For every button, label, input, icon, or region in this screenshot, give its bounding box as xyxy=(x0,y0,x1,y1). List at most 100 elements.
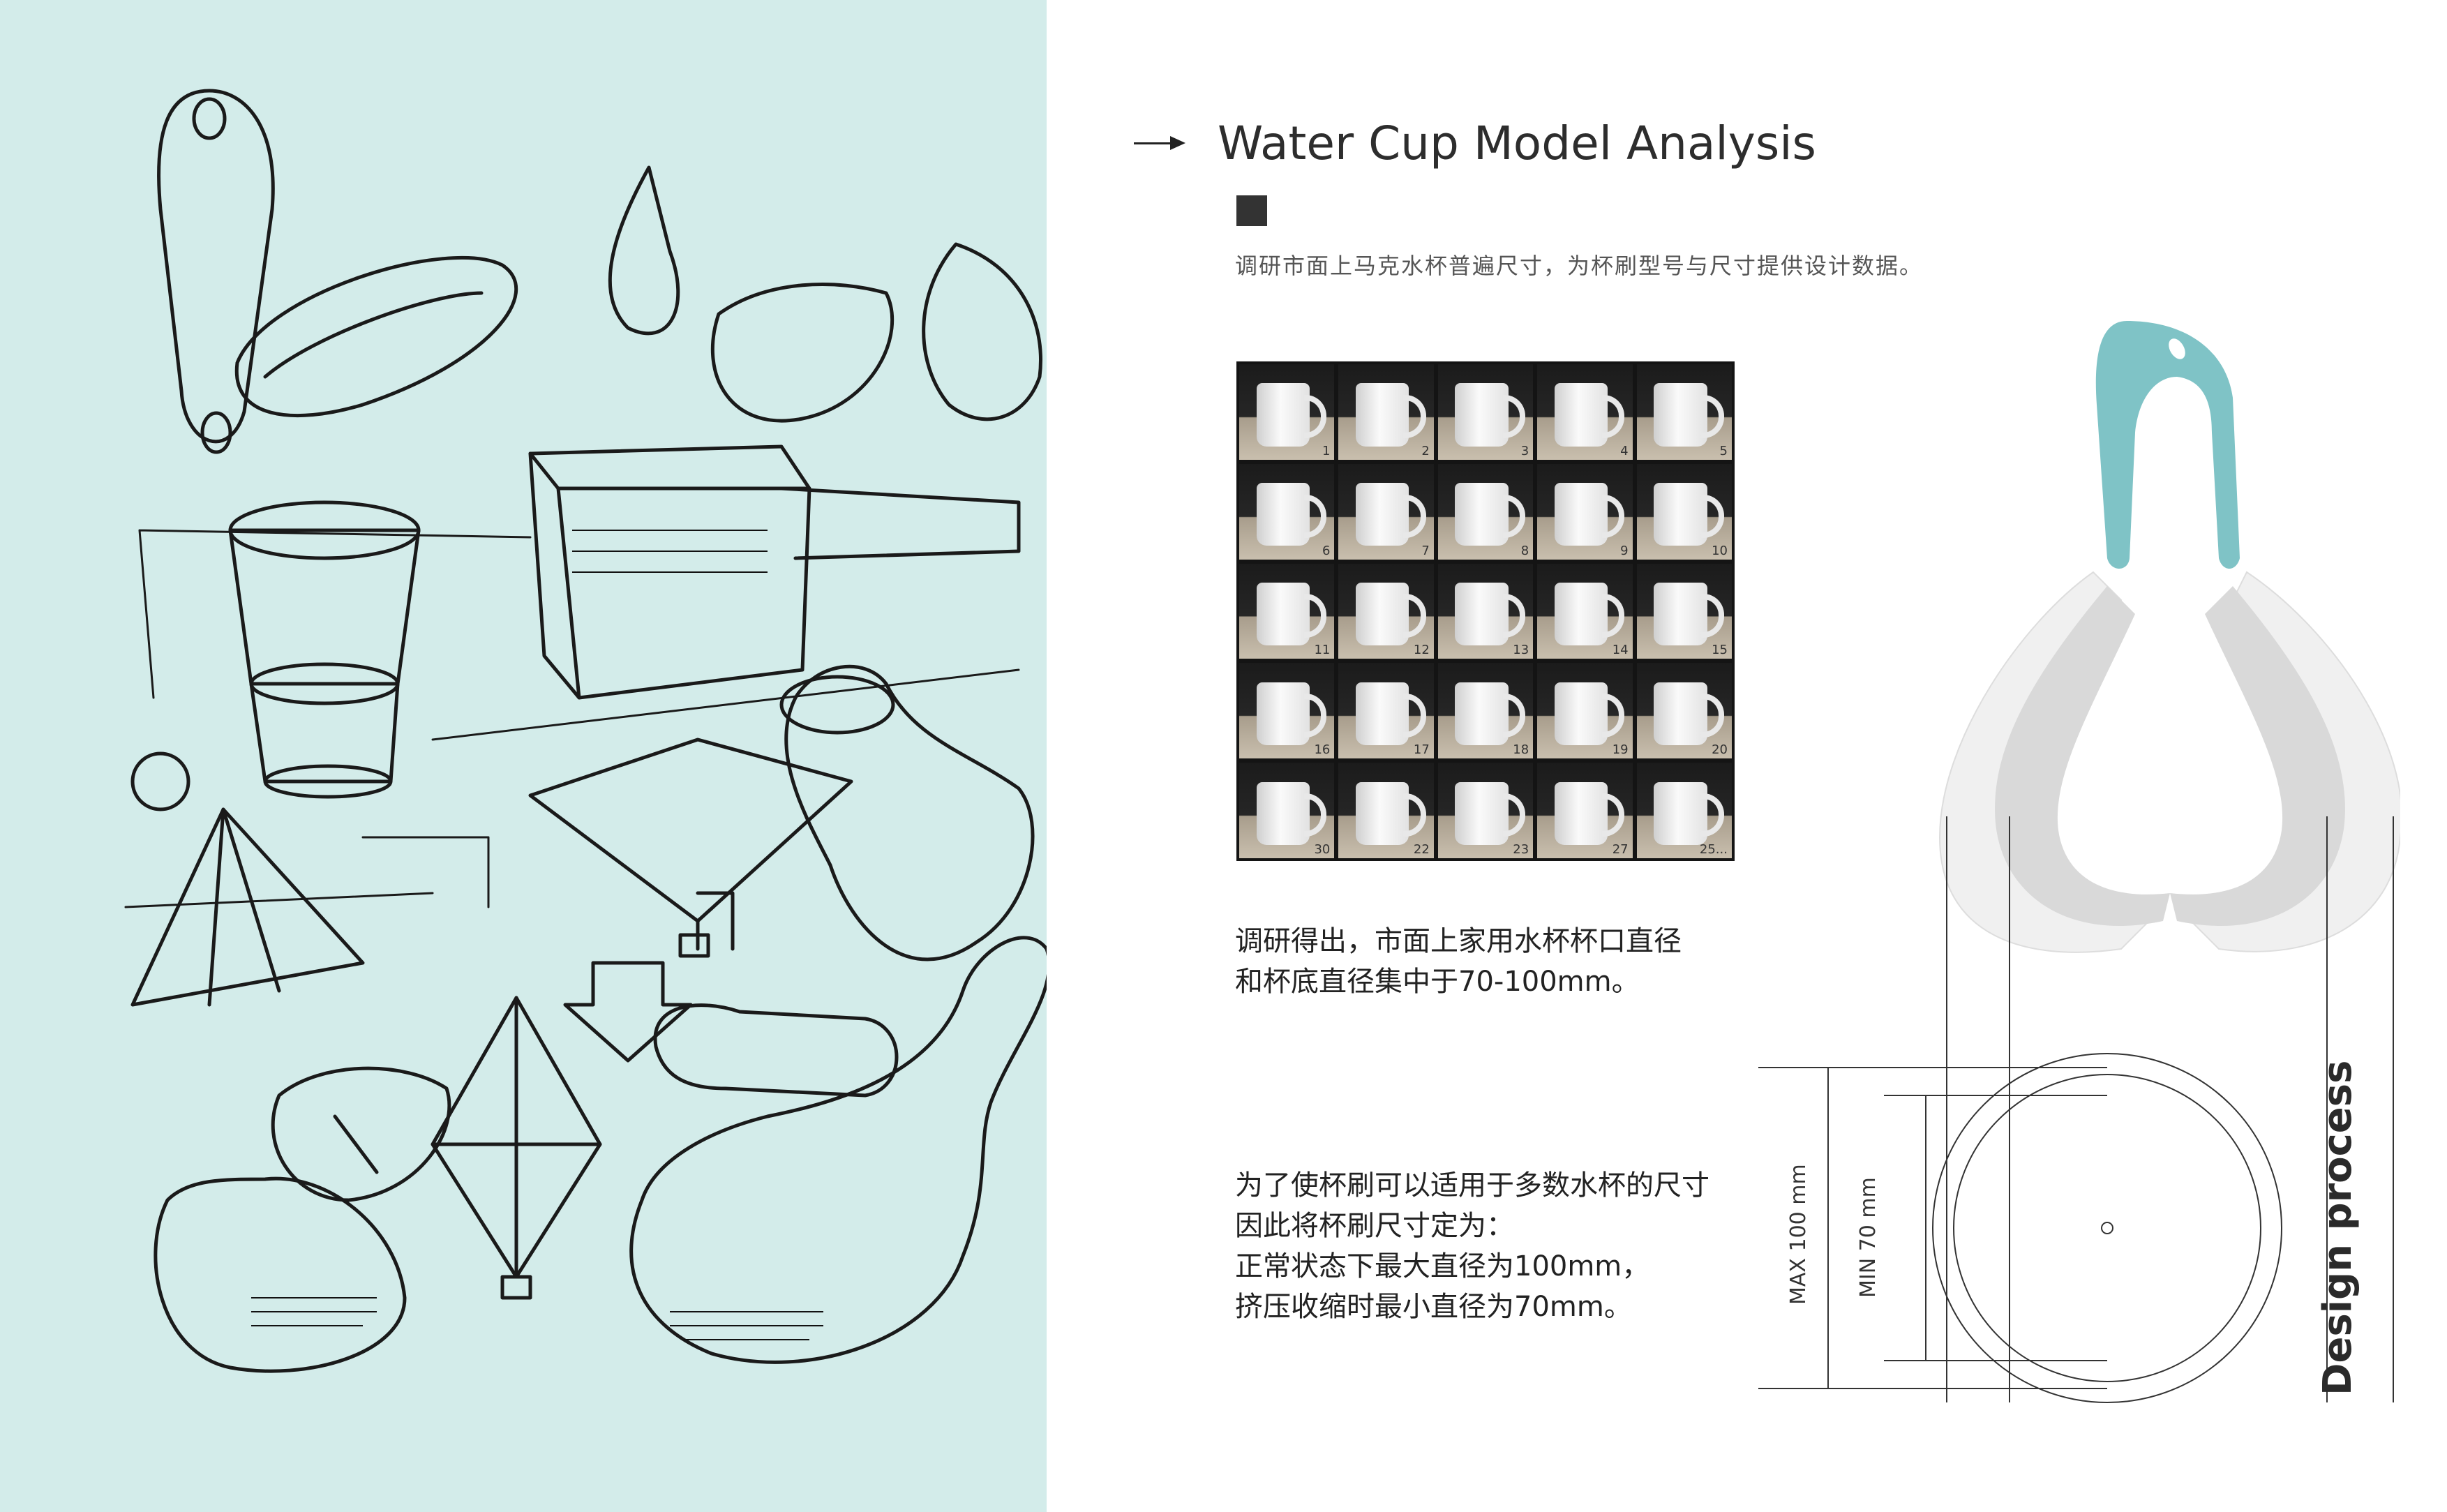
mug-photo: 2 xyxy=(1338,364,1434,460)
cup-brush-render xyxy=(1758,321,2400,1403)
mug-body xyxy=(1256,483,1310,546)
mug-handle xyxy=(1303,793,1327,837)
mug-photo: 22 xyxy=(1338,763,1434,858)
mug-body xyxy=(1256,582,1310,646)
mug-body xyxy=(1355,383,1409,447)
mug-body xyxy=(1554,483,1608,546)
findings-line-1: 调研得出，市面上家用水杯杯口直径 xyxy=(1235,925,1682,957)
spec-line-4: 挤压收缩时最小直径为70mm。 xyxy=(1235,1291,1632,1323)
mug-body xyxy=(1256,781,1310,845)
mug-handle xyxy=(1403,594,1426,638)
mug-photo: 23 xyxy=(1437,763,1534,858)
mug-photo: 9 xyxy=(1537,463,1633,560)
mug-handle xyxy=(1701,694,1724,738)
mug-photo: 15 xyxy=(1636,563,1732,659)
page-subtitle: 调研市面上马克水杯普遍尺寸，为杯刷型号与尺寸提供设计数据。 xyxy=(1235,253,1924,279)
mug-number: 1 xyxy=(1322,443,1331,458)
mug-photo: 30 xyxy=(1239,763,1335,858)
mug-photo: 16 xyxy=(1239,663,1335,759)
max-dimension-label: MAX 100 mm xyxy=(1786,1164,1811,1305)
mug-number: 10 xyxy=(1712,543,1728,558)
mug-body xyxy=(1554,682,1608,746)
mug-handle xyxy=(1303,594,1327,638)
findings-line-2: 和杯底直径集中于70-100mm。 xyxy=(1235,966,1640,998)
mug-handle xyxy=(1502,394,1526,439)
mug-body xyxy=(1355,483,1409,546)
mug-handle xyxy=(1502,494,1526,539)
mug-handle xyxy=(1601,494,1625,539)
mug-number: 27 xyxy=(1612,842,1629,857)
mug-number: 15 xyxy=(1712,643,1728,658)
brush-handle xyxy=(2095,321,2240,569)
mug-handle xyxy=(1403,793,1426,837)
mug-number: 6 xyxy=(1322,543,1331,558)
concept-sketches xyxy=(124,89,1047,1373)
mug-number: 23 xyxy=(1513,842,1529,857)
mug-handle xyxy=(1701,594,1724,638)
min-dimension-label: MIN 70 mm xyxy=(1856,1177,1880,1298)
mug-handle xyxy=(1303,394,1327,439)
mug-photo: 7 xyxy=(1338,463,1434,560)
mug-body xyxy=(1654,781,1707,845)
mug-photo: 14 xyxy=(1537,563,1633,659)
hang-hole-icon xyxy=(2169,338,2185,359)
findings-text: 调研得出，市面上家用水杯杯口直径 和杯底直径集中于70-100mm。 xyxy=(1235,921,1682,1002)
mug-number: 7 xyxy=(1421,543,1430,558)
mug-body xyxy=(1654,483,1707,546)
mug-handle xyxy=(1701,793,1724,837)
mug-photo: 1 xyxy=(1239,364,1335,460)
mug-number: 9 xyxy=(1620,543,1629,558)
mug-photo: 13 xyxy=(1437,563,1534,659)
mug-number: 30 xyxy=(1314,842,1331,857)
mug-photo: 25... xyxy=(1636,763,1732,858)
mug-body xyxy=(1554,781,1608,845)
design-process-label: Design process xyxy=(2315,1060,2360,1395)
mug-number: 4 xyxy=(1620,443,1629,458)
mug-body xyxy=(1455,781,1509,845)
mug-body xyxy=(1256,682,1310,746)
mug-photo: 10 xyxy=(1636,463,1732,560)
square-marker xyxy=(1236,195,1267,226)
mug-handle xyxy=(1601,594,1625,638)
mug-body xyxy=(1654,682,1707,746)
mug-number: 19 xyxy=(1612,742,1629,758)
mug-photo: 18 xyxy=(1437,663,1534,759)
mug-handle xyxy=(1701,494,1724,539)
dimension-drawing xyxy=(1758,816,2394,1403)
mug-body xyxy=(1554,582,1608,646)
mug-body xyxy=(1654,383,1707,447)
mug-body xyxy=(1256,383,1310,447)
mug-handle xyxy=(1701,394,1724,439)
mug-handle xyxy=(1403,394,1426,439)
mug-number: 16 xyxy=(1314,742,1331,758)
mug-photo: 27 xyxy=(1537,763,1633,858)
spec-line-2: 因此将杯刷尺寸定为： xyxy=(1235,1210,1514,1242)
mug-number: 12 xyxy=(1413,643,1430,658)
mug-number: 8 xyxy=(1520,543,1529,558)
mug-handle xyxy=(1601,694,1625,738)
sketch-panel xyxy=(0,0,1047,1512)
mug-handle xyxy=(1601,394,1625,439)
mug-body xyxy=(1455,383,1509,447)
spec-line-1: 为了使杯刷可以适用于多数水杯的尺寸 xyxy=(1235,1169,1709,1202)
specification-text: 为了使杯刷可以适用于多数水杯的尺寸 因此将杯刷尺寸定为： 正常状态下最大直径为1… xyxy=(1235,1165,1709,1327)
mug-handle xyxy=(1303,494,1327,539)
mug-photo: 8 xyxy=(1437,463,1534,560)
mug-number: 22 xyxy=(1413,842,1430,857)
mug-handle xyxy=(1601,793,1625,837)
brush-sponge xyxy=(1938,571,2400,953)
page-title: Water Cup Model Analysis xyxy=(1218,116,1816,170)
mug-number: 25... xyxy=(1699,842,1728,857)
mug-photo: 11 xyxy=(1239,563,1335,659)
mug-body xyxy=(1355,682,1409,746)
mug-number: 14 xyxy=(1612,643,1629,658)
mug-number: 2 xyxy=(1421,443,1430,458)
mug-body xyxy=(1355,582,1409,646)
mug-number: 13 xyxy=(1513,643,1529,658)
mug-handle xyxy=(1303,694,1327,738)
mug-body xyxy=(1455,483,1509,546)
mug-body xyxy=(1654,582,1707,646)
mug-photo: 6 xyxy=(1239,463,1335,560)
mug-photo: 12 xyxy=(1338,563,1434,659)
